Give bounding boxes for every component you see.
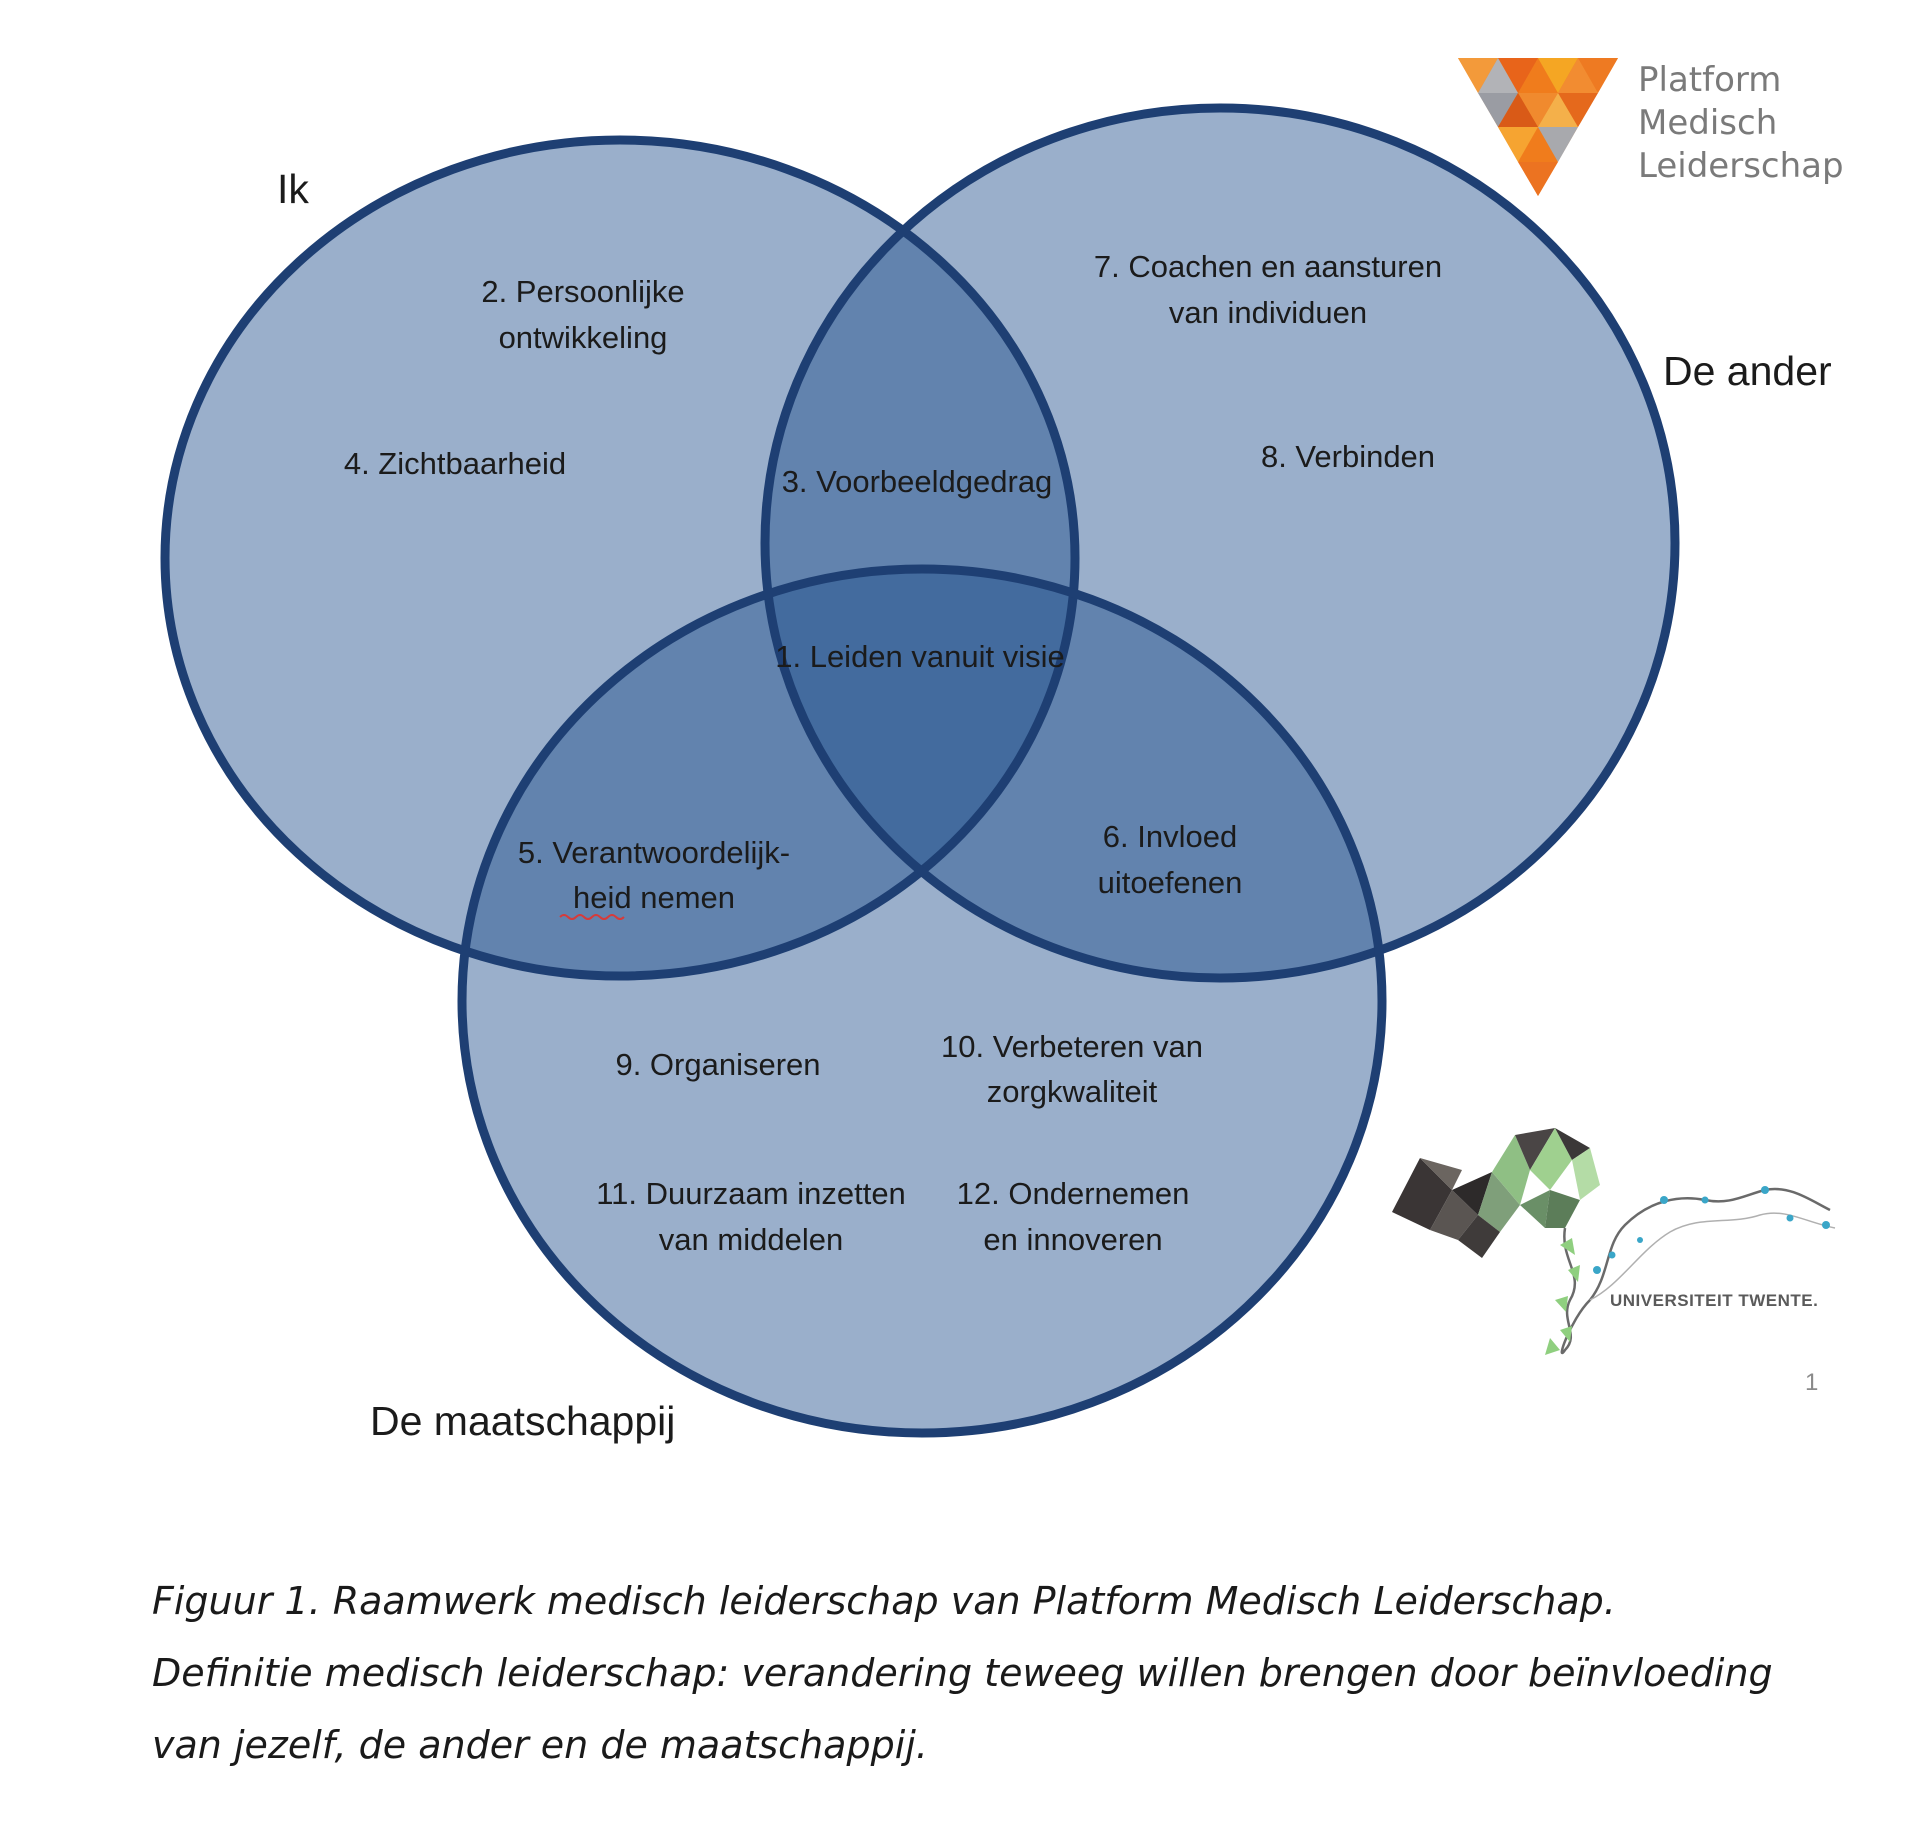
caption-line-2: Definitie medisch leiderschap: veranderi… [152, 1651, 1773, 1695]
venn-circles [160, 103, 1680, 1438]
region-6-label-line2: uitoefenen [1098, 865, 1243, 900]
platform-logo: Platform Medisch Leiderschap [1458, 58, 1844, 196]
caption-line-1: Figuur 1. Raamwerk medisch leiderschap v… [152, 1579, 1616, 1623]
region-10-label-line2: zorgkwaliteit [987, 1074, 1158, 1109]
region-1-label: 1. Leiden vanuit visie [775, 639, 1065, 674]
circle-ik [165, 140, 1075, 976]
spellcheck-underline [559, 914, 625, 920]
set-label-de-maatschappij: De maatschappij [370, 1398, 675, 1444]
platform-triangle-icon [1458, 58, 1618, 196]
region-7-label-line2: van individuen [1169, 295, 1367, 330]
university-polygon-icon [1392, 1128, 1600, 1258]
region-11-label-line2: van middelen [659, 1222, 843, 1257]
set-label-ik: Ik [277, 166, 309, 212]
university-logo: UNIVERSITEIT TWENTE. [1392, 1128, 1836, 1355]
region-11-label-line1: 11. Duurzaam inzetten [596, 1176, 906, 1211]
figure-caption: Figuur 1. Raamwerk medisch leiderschap v… [152, 1565, 1892, 1781]
region-3-label: 3. Voorbeeldgedrag [782, 464, 1053, 499]
page-number: 1 [1805, 1369, 1818, 1396]
platform-logo-line1: Platform [1638, 60, 1781, 100]
region-12-label-line2: en innoveren [983, 1222, 1162, 1257]
platform-logo-line3: Leiderschap [1638, 146, 1844, 186]
circle-de-maatschappij [462, 569, 1382, 1433]
region-8-label: 8. Verbinden [1261, 439, 1435, 474]
university-logo-text: UNIVERSITEIT TWENTE. [1610, 1291, 1818, 1310]
region-4-label: 4. Zichtbaarheid [344, 446, 566, 481]
region-5-label-line2: heid nemen [573, 880, 735, 915]
region-labels: 1. Leiden vanuit visie 2. Persoonlijke o… [344, 249, 1442, 1257]
region-7-label-line1: 7. Coachen en aansturen [1094, 249, 1442, 284]
region-10-label-line1: 10. Verbeteren van [941, 1029, 1203, 1064]
region-9-label: 9. Organiseren [615, 1047, 820, 1082]
set-label-de-ander: De ander [1663, 348, 1832, 394]
circle-de-ander [765, 108, 1675, 978]
region-12-label-line1: 12. Ondernemen [957, 1176, 1190, 1211]
caption-line-3: van jezelf, de ander en de maatschappij. [152, 1723, 928, 1767]
region-6-label-line1: 6. Invloed [1103, 819, 1237, 854]
region-2-label-line2: ontwikkeling [499, 320, 668, 355]
region-5-label-line1: 5. Verantwoordelijk- [518, 835, 790, 870]
region-2-label-line1: 2. Persoonlijke [481, 274, 684, 309]
platform-logo-line2: Medisch [1638, 103, 1777, 143]
university-river-path [1560, 1187, 1831, 1355]
